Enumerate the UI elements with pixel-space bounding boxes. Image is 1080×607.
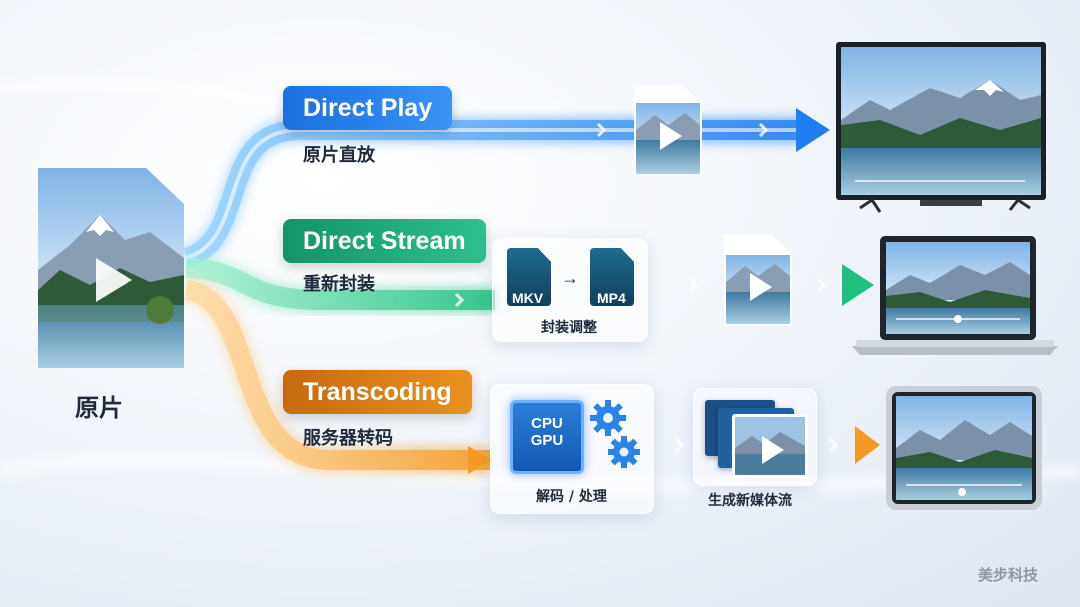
chip-icon: CPU GPU [510, 400, 584, 474]
chevron-arrows [454, 122, 839, 453]
green-arrowhead [842, 264, 874, 306]
path-direct-stream-subtitle: 重新封装 [303, 274, 375, 295]
mkv-film-icon [507, 248, 551, 306]
stack-frame-front [732, 414, 808, 478]
path-direct-play-title: Direct Play [283, 86, 453, 130]
direct-stream-file-thumb [724, 235, 792, 326]
path-transcoding-title: Transcoding [283, 370, 472, 414]
play-icon [96, 258, 132, 302]
remux-from-label: MKV [512, 290, 544, 306]
laptop-device [852, 236, 1058, 355]
remux-caption: 封装调整 [541, 320, 597, 336]
remux-arrow-icon: → [561, 268, 579, 288]
play-icon [762, 436, 784, 464]
path-transcoding-subtitle: 服务器转码 [303, 428, 393, 449]
orange-arrowhead [855, 426, 880, 464]
watermark-logo: 美步科技 [978, 566, 1039, 584]
blue-arrowhead [796, 108, 830, 152]
source-thumbnail [38, 168, 184, 368]
tablet-device [886, 386, 1042, 510]
path-direct-stream-title: Direct Stream [283, 219, 486, 263]
source-label: 原片 [75, 394, 123, 422]
tv-device [836, 42, 1046, 213]
chip-line-cpu: CPU [531, 415, 563, 432]
chip-line-gpu: GPU [530, 432, 564, 449]
direct-play-file-thumb [634, 85, 702, 176]
transcode-caption: 解码 / 处理 [536, 489, 607, 505]
play-icon [750, 273, 772, 301]
remux-to-label: MP4 [597, 290, 626, 306]
path-direct-play-subtitle: 原片直放 [303, 145, 375, 166]
mp4-film-icon [590, 248, 634, 306]
play-icon [660, 122, 682, 150]
gear-icon [590, 400, 640, 468]
output-caption: 生成新媒体流 [708, 493, 792, 509]
